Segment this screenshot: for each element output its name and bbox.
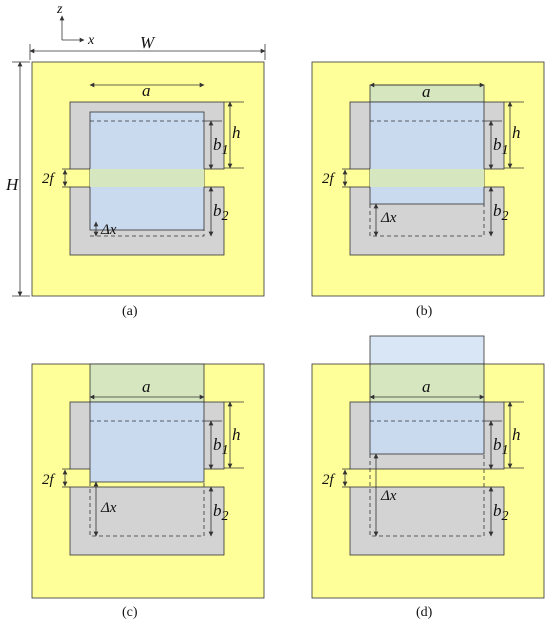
b2-label: b2 [213,201,229,224]
overlap-gap [370,169,484,187]
panel-c: a h b1 b2 2f Δx (c) [31,363,265,620]
2f-label: 2f [42,171,56,187]
x-axis-label: x [87,33,95,48]
caption-d: (d) [416,605,433,620]
z-axis-label: z [56,2,63,17]
bottom-plate [69,486,225,556]
2f-label: 2f [322,171,336,187]
overlap-gap [90,169,204,187]
height-label: H [5,175,20,194]
b1-label: b1 [493,135,509,158]
panel-b: a h b1 b2 2f Δx (b) [311,61,545,319]
caption-b: (b) [416,304,433,319]
dx-label: Δx [380,210,397,226]
h-label: h [512,123,521,142]
b1-label: b1 [213,135,229,158]
moving-plate [369,101,485,205]
overall-dimensions: W H [5,33,266,297]
a-label: a [142,377,151,396]
caption-c: (c) [122,605,138,620]
b2-label: b2 [493,201,509,224]
2f-label: 2f [42,472,56,488]
moving-plate [89,401,205,483]
moving-plate [369,401,485,455]
bottom-plate [349,486,505,556]
h-label: h [232,123,241,142]
b2-label: b2 [213,501,229,524]
b2-label: b2 [493,501,509,524]
axes-indicator: z x [56,2,95,48]
h-label: h [232,425,241,444]
moving-plate-outside [369,335,485,365]
b1-label: b1 [213,435,229,458]
panel-a: a h b1 b2 2f Δx (a) [31,61,265,319]
2f-label: 2f [322,472,336,488]
panel-d: a h b1 b2 2f Δx (d) [311,335,545,620]
dx-label: Δx [380,488,397,504]
dx-label: Δx [100,222,117,238]
caption-a: (a) [122,304,138,319]
b1-label: b1 [493,435,509,458]
h-label: h [512,425,521,444]
a-label: a [422,377,431,396]
width-label: W [140,33,156,52]
dx-label: Δx [100,500,117,516]
a-label: a [142,81,151,100]
a-label: a [422,82,431,101]
